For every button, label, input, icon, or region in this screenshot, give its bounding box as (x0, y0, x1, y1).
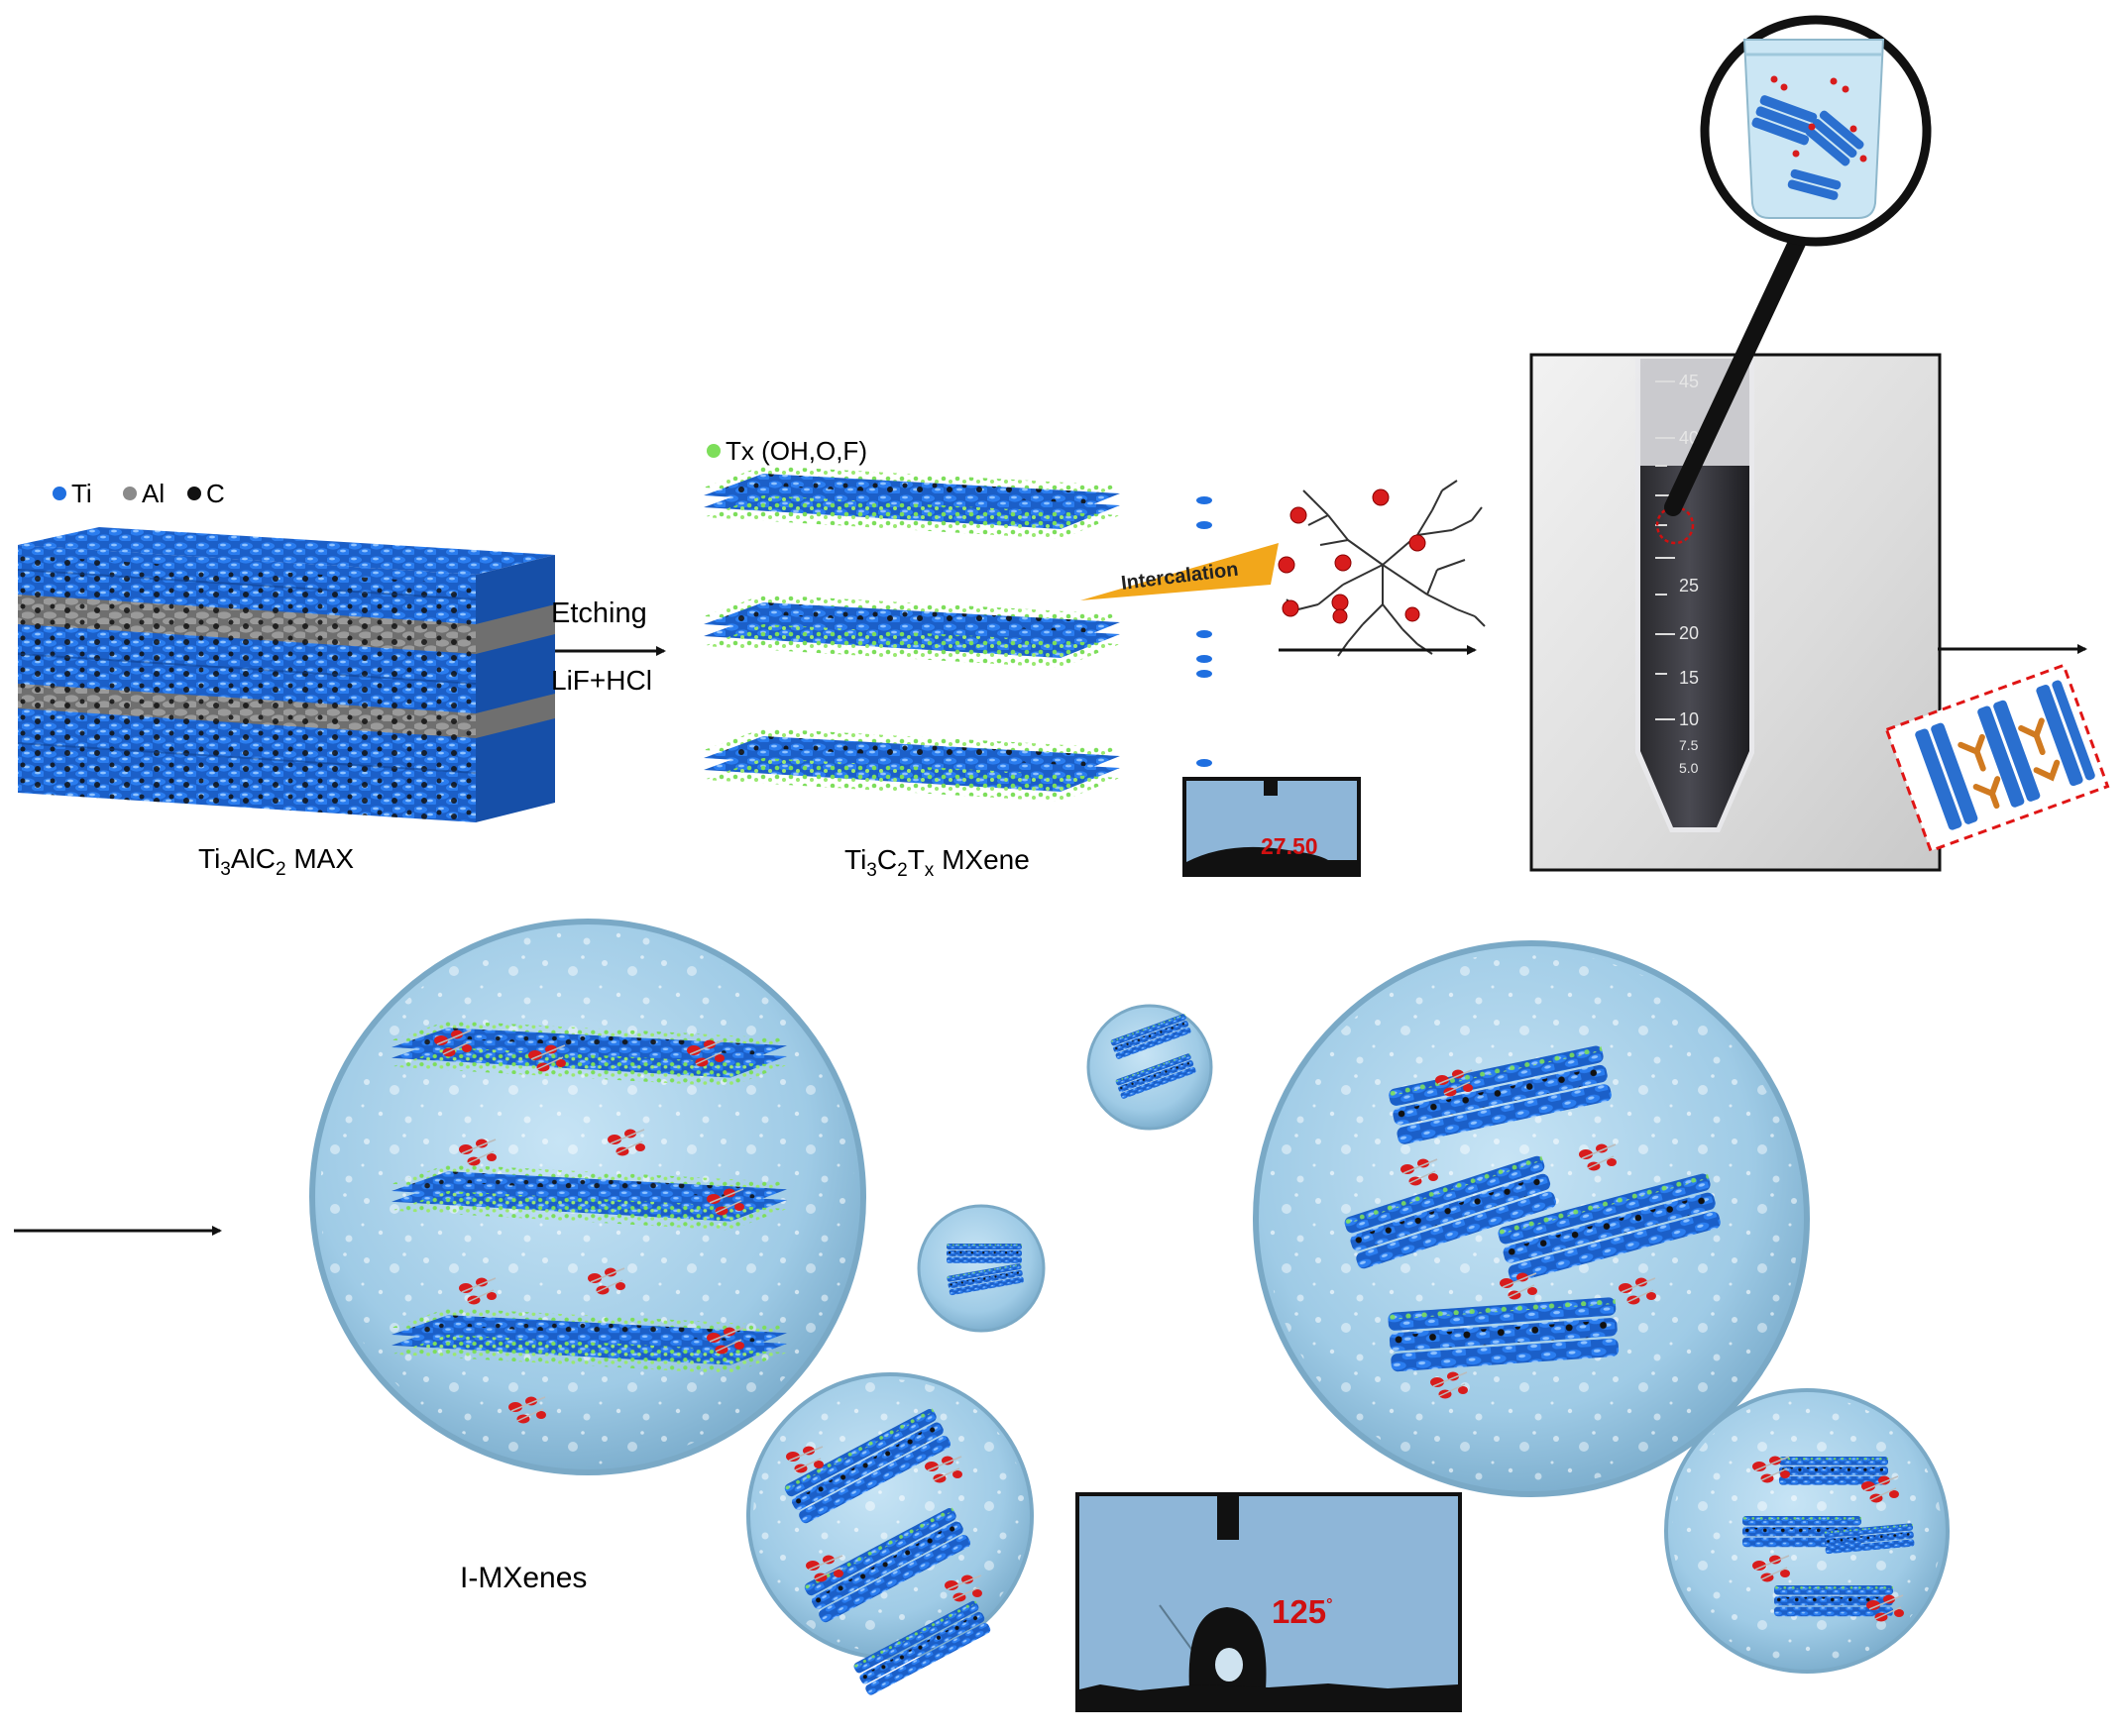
contact-angle-intercalated-panel (1075, 1492, 1462, 1712)
imxene-bubble-bottom-right (1664, 1388, 1950, 1674)
svg-text:25: 25 (1679, 576, 1699, 596)
contact-angle-pristine-panel (1182, 777, 1361, 877)
max-phase-block (17, 527, 555, 822)
tx-legend-icon (707, 444, 721, 458)
ti-legend-icon (53, 487, 66, 500)
dendrimer-molecule (1286, 480, 1486, 657)
legend-c: C (206, 479, 225, 508)
max-legend: Ti Al C (53, 479, 225, 508)
svg-text:10: 10 (1679, 709, 1699, 729)
al-legend-icon (123, 487, 137, 500)
imxene-bubble-large-right (1253, 940, 1810, 1497)
svg-text:15: 15 (1679, 668, 1699, 688)
etching-label: Etching (551, 597, 647, 629)
imxene-bubble-large-left (309, 919, 866, 1475)
magnifier-icon (1655, 15, 1932, 545)
centrifuge-tube-photo (1529, 353, 1942, 872)
contact-angle-pristine: 27.50 (1261, 833, 1318, 859)
imxene-inset (1884, 663, 2110, 853)
c-legend-icon (187, 487, 201, 500)
tube-scale: 45 40 25 20 15 10 7.5 5.0 (1679, 372, 1699, 776)
mxene-label: Ti3C2Tx MXene (844, 844, 1030, 881)
reagent-label: LiF+HCl (551, 665, 652, 696)
mxene-sheets (704, 466, 1212, 802)
svg-text:45: 45 (1679, 372, 1699, 391)
tx-label: Tx (OH,O,F) (726, 436, 867, 466)
max-phase-label: Ti3AlC2 MAX (198, 843, 354, 880)
svg-text:7.5: 7.5 (1679, 737, 1699, 753)
intercalation-wedge (1080, 543, 1279, 600)
imxene-bubble-small-top (1086, 1004, 1213, 1131)
contact-angle-intercalated: 125° (1272, 1593, 1332, 1630)
svg-text:5.0: 5.0 (1679, 760, 1699, 776)
imxene-label: I-MXenes (460, 1562, 587, 1594)
legend-ti: Ti (71, 479, 92, 508)
imxene-bubble-small-mid (917, 1204, 1046, 1333)
svg-text:20: 20 (1679, 623, 1699, 643)
legend-al: Al (142, 479, 165, 508)
imxene-bubble-small-bottom (746, 1372, 1034, 1697)
